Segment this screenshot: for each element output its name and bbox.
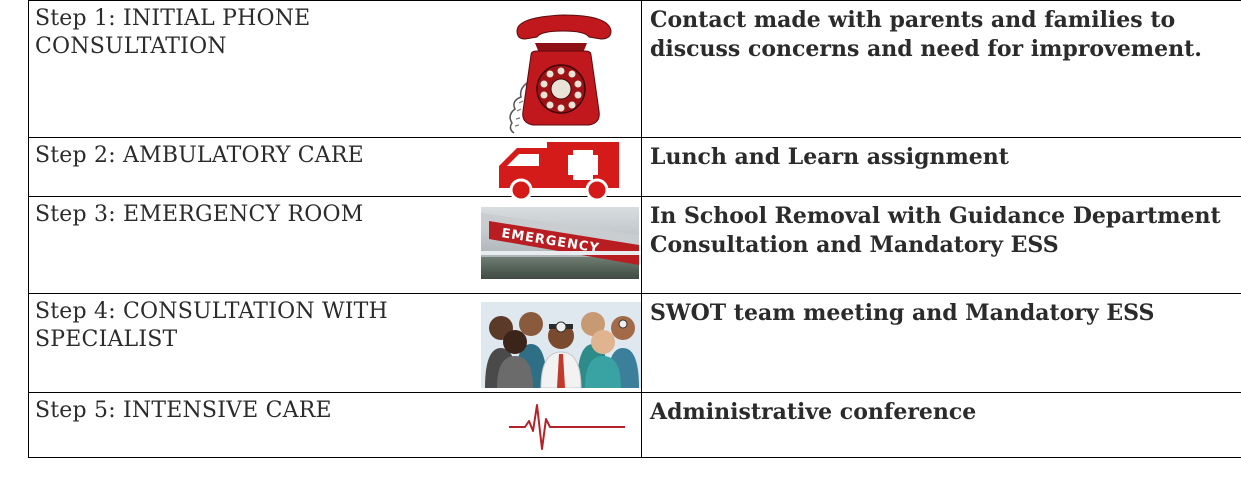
step-label: Step 3: EMERGENCY ROOM: [35, 202, 364, 227]
description-cell: SWOT team meeting and Mandatory ESS: [641, 293, 1241, 393]
step-label: Step 5: INTENSIVE CARE: [35, 398, 332, 423]
heartbeat-icon: [509, 404, 625, 450]
ambulance-icon: [499, 142, 619, 202]
step-cell: Step 1: INITIAL PHONE CONSULTATION: [28, 0, 642, 138]
step-cell: Step 2: AMBULATORY CARE: [28, 137, 642, 202]
table-row: Step 5: INTENSIVE CARE Administrative co…: [28, 392, 1241, 458]
step-cell: Step 5: INTENSIVE CARE: [28, 392, 642, 458]
description-text: Contact made with parents and families t…: [650, 7, 1202, 62]
table-row: Step 1: INITIAL PHONE CONSULTATION: [28, 0, 1241, 138]
emergency-sign-photo: EMERGENCY: [481, 207, 639, 279]
step-cell: Step 4: CONSULTATION WITH SPECIALIST: [28, 293, 642, 393]
steps-table: Step 1: INITIAL PHONE CONSULTATION: [28, 0, 1241, 458]
step-label: Step 4: CONSULTATION WITH SPECIALIST: [35, 299, 388, 352]
step-cell: Step 3: EMERGENCY ROOM: [28, 196, 642, 294]
description-text: Lunch and Learn assignment: [650, 144, 1009, 170]
table-row: Step 3: EMERGENCY ROOM: [28, 196, 1241, 294]
step-label: Step 2: AMBULATORY CARE: [35, 143, 364, 168]
description-cell: In School Removal with Guidance Departme…: [641, 196, 1241, 294]
telephone-icon: [509, 14, 612, 134]
table-row: Step 4: CONSULTATION WITH SPECIALIST: [28, 293, 1241, 393]
description-text: SWOT team meeting and Mandatory ESS: [650, 300, 1155, 326]
step-label: Step 1: INITIAL PHONE CONSULTATION: [35, 6, 311, 59]
description-text: In School Removal with Guidance Departme…: [650, 203, 1221, 258]
table-row: Step 2: AMBULATORY CARE: [28, 137, 1241, 202]
description-cell: Contact made with parents and families t…: [641, 0, 1241, 138]
description-cell: Administrative conference: [641, 392, 1241, 458]
medical-specialists-icon: [481, 302, 641, 388]
description-text: Administrative conference: [650, 399, 977, 425]
description-cell: Lunch and Learn assignment: [641, 137, 1241, 197]
